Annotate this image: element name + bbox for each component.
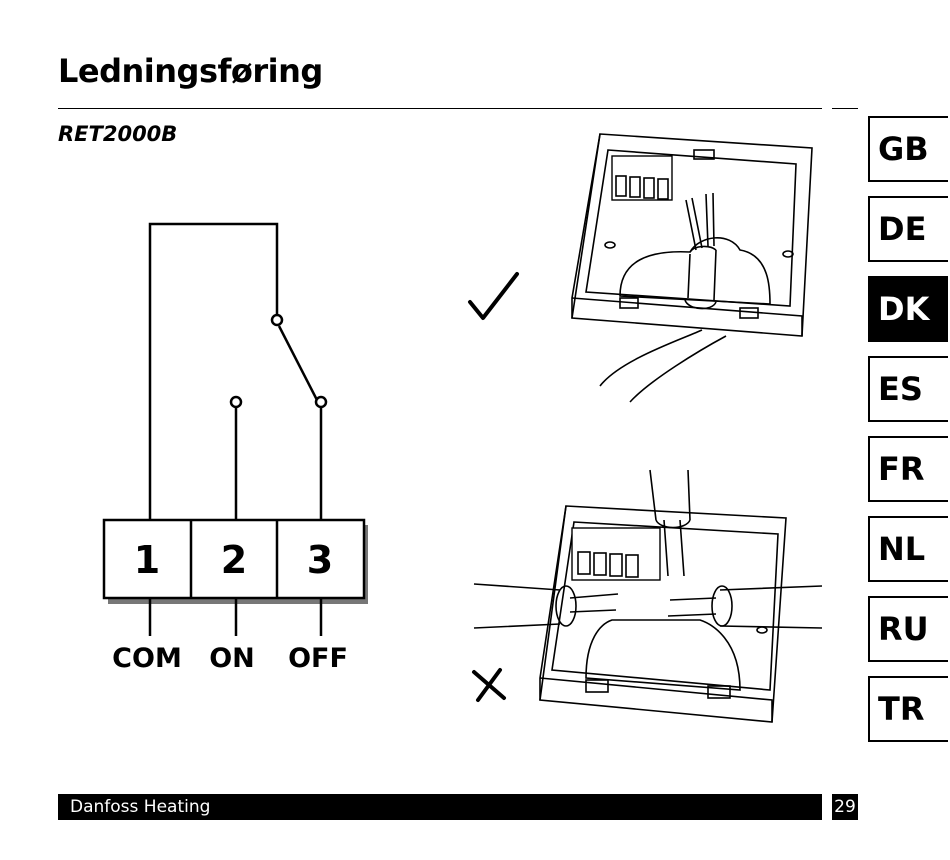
terminal-1: 1 — [134, 538, 160, 582]
title-divider — [58, 108, 822, 109]
title-divider-short — [832, 108, 858, 109]
terminal-3: 3 — [307, 538, 333, 582]
tab-es[interactable]: ES — [868, 356, 948, 422]
tab-dk[interactable]: DK — [868, 276, 948, 342]
switch-pivot — [270, 313, 284, 327]
on-contact — [229, 395, 243, 409]
label-com: COM — [112, 643, 182, 674]
tab-nl[interactable]: NL — [868, 516, 948, 582]
tab-de[interactable]: DE — [868, 196, 948, 262]
cross-icon — [472, 668, 506, 702]
model-subtitle: RET2000B — [58, 122, 178, 146]
correct-installation-illustration — [571, 133, 813, 403]
page-title: Ledningsføring — [58, 52, 323, 90]
footer-bar — [58, 794, 822, 820]
incorrect-installation-illustration — [473, 469, 823, 723]
page-number: 29 — [832, 794, 858, 820]
tab-ru[interactable]: RU — [868, 596, 948, 662]
checkmark-icon — [468, 272, 519, 320]
com-wire — [148, 222, 279, 520]
label-on: ON — [209, 643, 255, 674]
label-off: OFF — [288, 643, 348, 674]
off-contact — [314, 395, 328, 409]
tab-fr[interactable]: FR — [868, 436, 948, 502]
footer-brand: Danfoss Heating — [70, 797, 211, 817]
switch-arm — [277, 325, 320, 403]
tab-tr[interactable]: TR — [868, 676, 948, 742]
tab-gb[interactable]: GB — [868, 116, 948, 182]
terminal-2: 2 — [221, 538, 247, 582]
